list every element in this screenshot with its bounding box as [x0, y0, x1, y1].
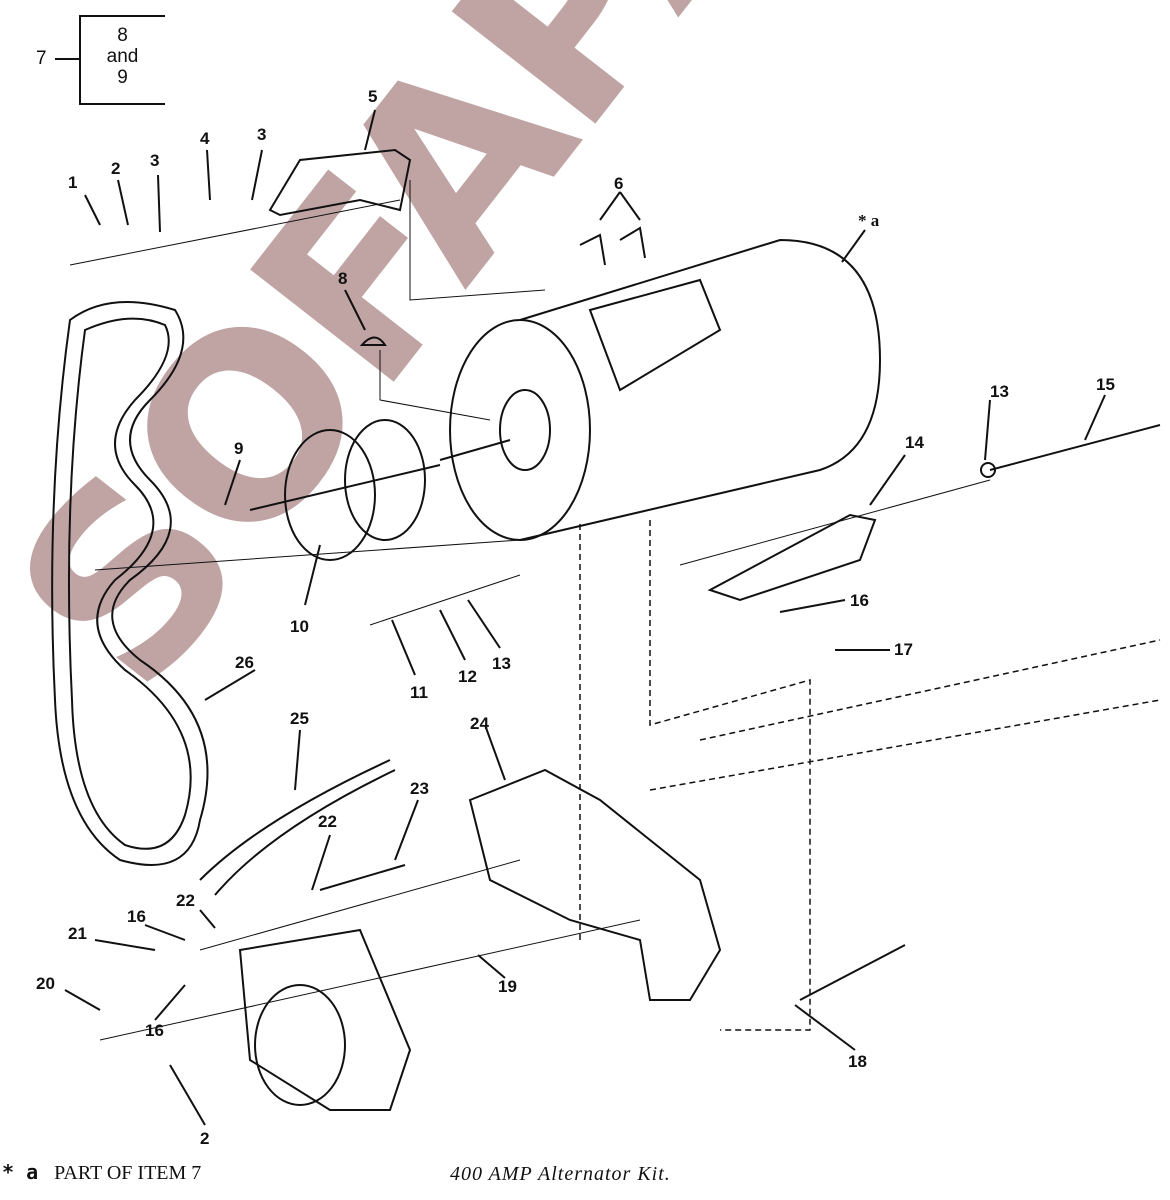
callout-19: 19	[498, 977, 517, 996]
regulator	[588, 278, 722, 392]
callout-14: 14	[905, 433, 924, 452]
callout-16: 16	[145, 1021, 164, 1040]
callout-5: 5	[368, 87, 378, 106]
callout-8: 8	[338, 269, 348, 288]
callout-16: 16	[127, 907, 146, 926]
callout-12: 12	[458, 667, 477, 686]
callout-4: 4	[200, 129, 210, 148]
bracket-line-2: and	[106, 45, 139, 67]
callout-21: 21	[68, 924, 87, 943]
callout-23: 23	[410, 779, 429, 798]
footnote-text: PART OF ITEM 7	[54, 1162, 202, 1184]
callout-10: 10	[290, 617, 309, 636]
figure-caption: 400 AMP Alternator Kit.	[450, 1163, 671, 1185]
bracket-right-label: 8 and 9	[100, 25, 145, 89]
footnote: * a PART OF ITEM 7	[2, 1160, 201, 1185]
callout-18: 18	[848, 1052, 867, 1071]
alternator-front	[449, 319, 591, 541]
callout-13: 13	[492, 654, 511, 673]
bracket-14	[707, 513, 877, 602]
bracket-left-label: 7	[36, 48, 47, 69]
callout-16: 16	[850, 591, 869, 610]
bracket-24	[468, 768, 722, 1001]
callout-3: 3	[257, 125, 267, 144]
callout-22: 22	[318, 812, 337, 831]
small-alternator	[238, 928, 412, 1111]
pulley	[284, 429, 376, 561]
callout-6: 6	[614, 174, 624, 193]
callout-13: 13	[990, 382, 1009, 401]
callout-1: 1	[68, 173, 78, 192]
callout-2: 2	[200, 1129, 210, 1148]
bracket-line-1: 8	[117, 25, 128, 46]
callout-24: 24	[470, 714, 489, 733]
belt	[51, 301, 209, 866]
callout-25: 25	[290, 709, 309, 728]
callout-26: 26	[235, 653, 254, 672]
callout-11: 11	[410, 683, 428, 702]
callout-22: 22	[176, 891, 195, 910]
callout-2: 2	[111, 159, 121, 178]
callout-17: 17	[894, 640, 913, 659]
callout-20: 20	[36, 974, 55, 993]
footnote-marker: * a	[2, 1160, 39, 1184]
callout-9: 9	[234, 439, 244, 458]
callout-a: * a	[858, 211, 880, 230]
bracket-5	[268, 148, 412, 217]
callout-15: 15	[1096, 375, 1115, 394]
callout-3: 3	[150, 151, 160, 170]
bracket-line-3: 9	[117, 66, 128, 88]
